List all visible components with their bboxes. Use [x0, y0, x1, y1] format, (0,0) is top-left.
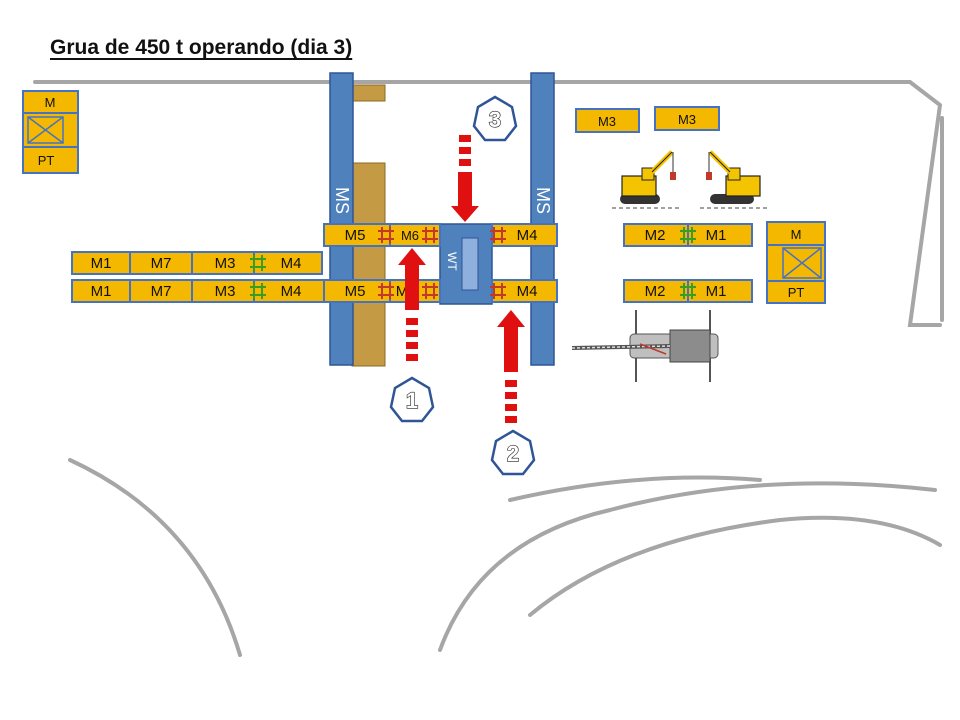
segment-label: M4: [517, 283, 538, 300]
wood-block-top: [351, 84, 386, 102]
step-number: 1: [406, 388, 418, 413]
segment-label: M3: [215, 255, 236, 272]
arrow-up-2: [497, 310, 525, 423]
green-joint-icon: [680, 283, 696, 299]
segment[interactable]: [687, 279, 753, 303]
segment-label: M1: [706, 227, 727, 244]
segment-label: M4: [281, 255, 302, 272]
lower-curve-line: [438, 481, 937, 652]
mobile-crane-topview-icon: [571, 310, 719, 382]
box-top-label: M: [45, 95, 56, 110]
green-joint-icon: [250, 283, 266, 299]
red-joint-icon: [378, 227, 506, 243]
row-center-bottom: M5 M M4: [323, 279, 558, 303]
box-bottom-label: PT: [38, 153, 55, 168]
box-top-label: M: [791, 227, 802, 242]
step-sign-1: 1: [389, 376, 435, 423]
top-segments: M3 M3: [575, 106, 720, 133]
lower-curve-line-2: [528, 515, 942, 617]
right-container-box: M PT: [766, 221, 826, 304]
segment-label: M3: [598, 114, 616, 129]
segment[interactable]: [654, 106, 720, 131]
step-sign-2: 2: [490, 429, 536, 476]
segment[interactable]: [687, 223, 753, 247]
wt-tower: WT: [439, 223, 493, 305]
row-right-top: M2 M1: [623, 223, 753, 247]
row-center-top: M5 M6 M4: [323, 223, 558, 247]
box-cross-icon: [27, 116, 64, 144]
row-left-top: M1 M7 M3 M4: [71, 251, 323, 275]
column-right-label: MS: [533, 187, 553, 214]
segment-label: M3: [215, 283, 236, 300]
segment-label: M3: [678, 112, 696, 127]
mid-curve-line: [508, 475, 762, 502]
box-middle: [766, 244, 826, 282]
left-container-box: M PT: [22, 90, 79, 174]
wt-label: WT: [445, 252, 459, 271]
page-title: Grua de 450 t operando (dia 3): [50, 36, 353, 59]
box-cross-icon: [782, 247, 822, 279]
top-boundary-line: [33, 80, 943, 327]
green-joint-icon: [250, 255, 266, 271]
segment-label: M6: [401, 228, 419, 243]
segment-label: M2: [645, 227, 666, 244]
segment-label: M4: [281, 283, 302, 300]
segment[interactable]: [491, 279, 558, 303]
crawler-crane-icon: [700, 150, 770, 209]
row-right-bottom: M2 M1: [623, 279, 753, 303]
segment-label: M7: [151, 283, 172, 300]
segment-label: M7: [151, 255, 172, 272]
segment-label: M2: [645, 283, 666, 300]
step-number: 3: [489, 107, 501, 132]
step-number: 2: [507, 441, 519, 466]
box-bottom-label: PT: [788, 285, 805, 300]
segment-label: M1: [91, 255, 112, 272]
column-right: [530, 72, 555, 366]
segment-label: M5: [345, 227, 366, 244]
crawler-crane-icon: [612, 150, 682, 209]
terrain-lines: [33, 80, 944, 657]
wood-support: [351, 162, 386, 367]
left-curve-line: [68, 458, 242, 657]
wt-inner: [461, 237, 479, 291]
box-bottom[interactable]: [22, 146, 79, 174]
column-left-label: MS: [332, 187, 352, 214]
segment[interactable]: [575, 108, 640, 133]
segment-label: M1: [706, 283, 727, 300]
step-sign-3: 3: [472, 95, 518, 142]
segment[interactable]: [491, 223, 558, 247]
column-left: [329, 72, 354, 366]
segment-label: M1: [91, 283, 112, 300]
box-middle: [22, 112, 79, 148]
box-bottom[interactable]: [766, 280, 826, 304]
green-joint-icon: [680, 227, 696, 243]
segment-label: M4: [517, 227, 538, 244]
segment-label: M5: [345, 283, 366, 300]
red-joint-icon: [378, 283, 506, 299]
row-left-bottom: M1 M7 M3 M4: [71, 279, 325, 303]
arrow-up-1: [398, 248, 426, 361]
arrow-down-3: [451, 135, 479, 222]
